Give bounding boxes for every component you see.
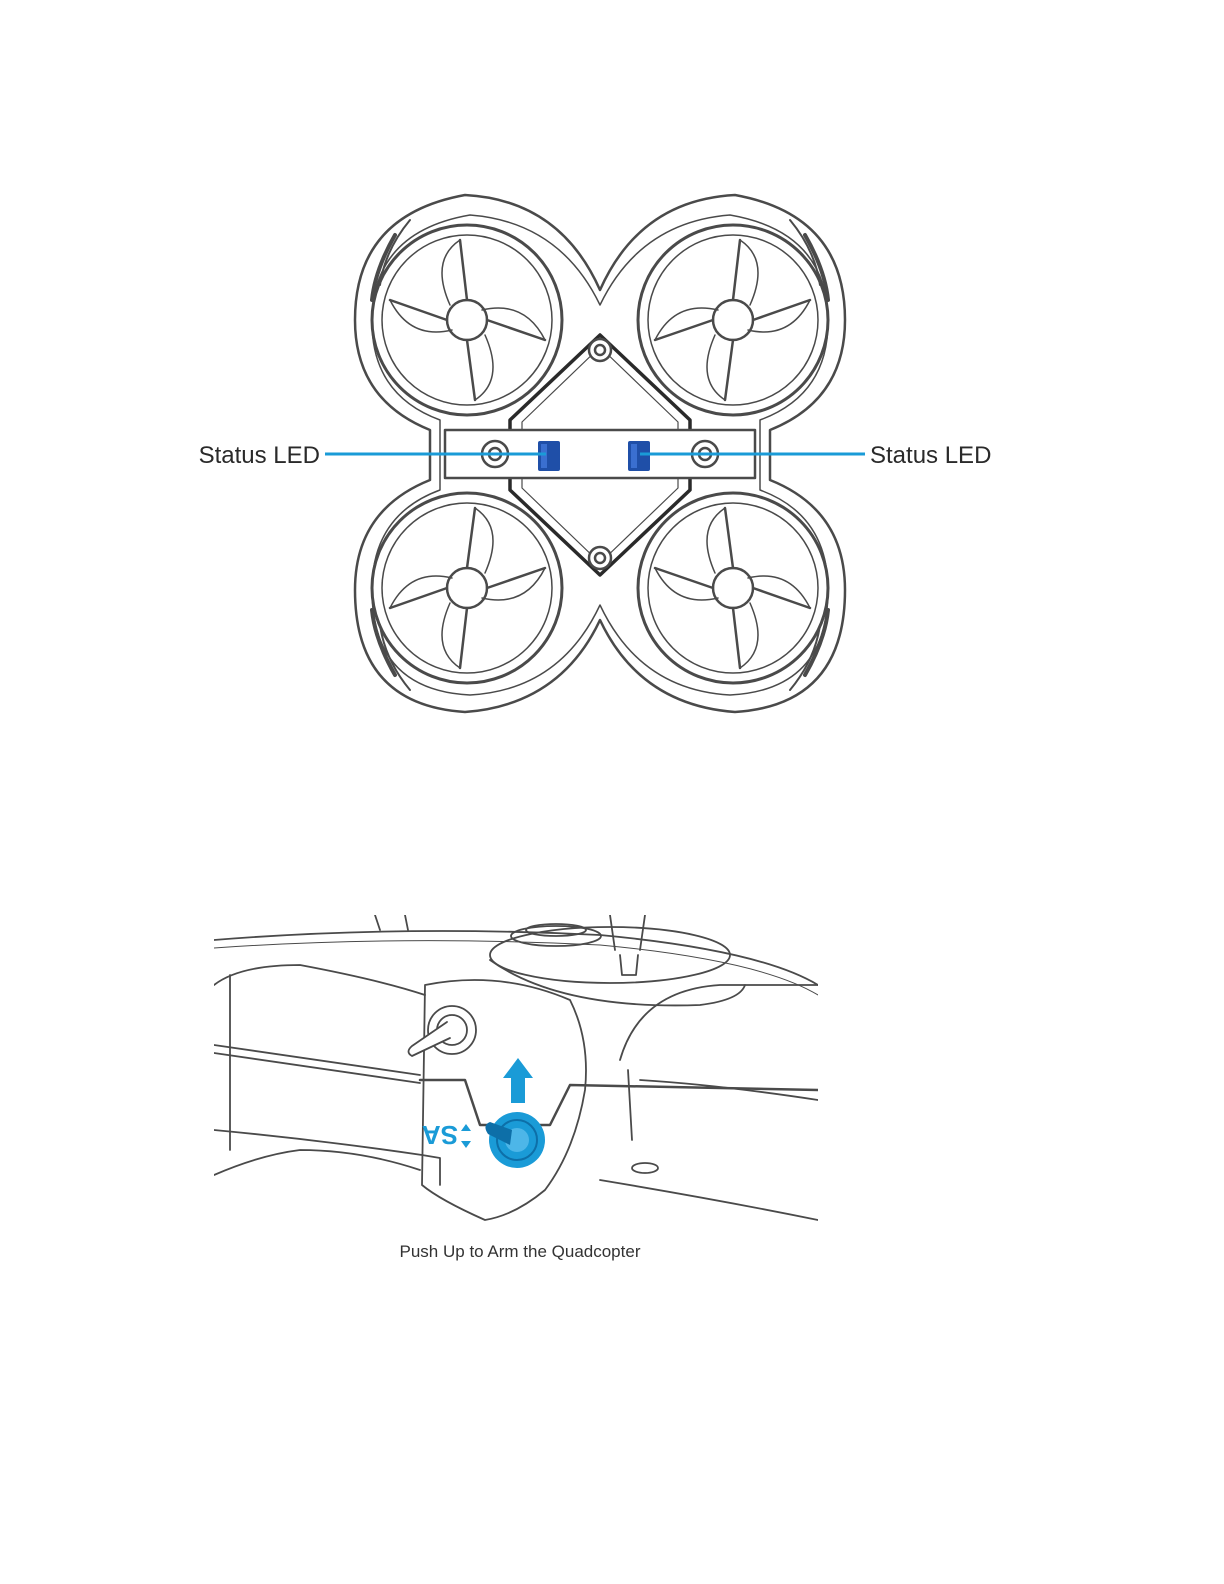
controller-caption: Push Up to Arm the Quadcopter (400, 1242, 641, 1261)
controller-top-edge (214, 931, 818, 985)
switch-sa-label: SA (422, 1120, 458, 1150)
sa-switch (485, 1112, 545, 1168)
push-up-arrow-icon (503, 1058, 533, 1103)
controller-left-body (214, 965, 425, 995)
switch-direction-icon (461, 1124, 471, 1148)
switch-sa-label-group: SA (422, 1120, 458, 1150)
